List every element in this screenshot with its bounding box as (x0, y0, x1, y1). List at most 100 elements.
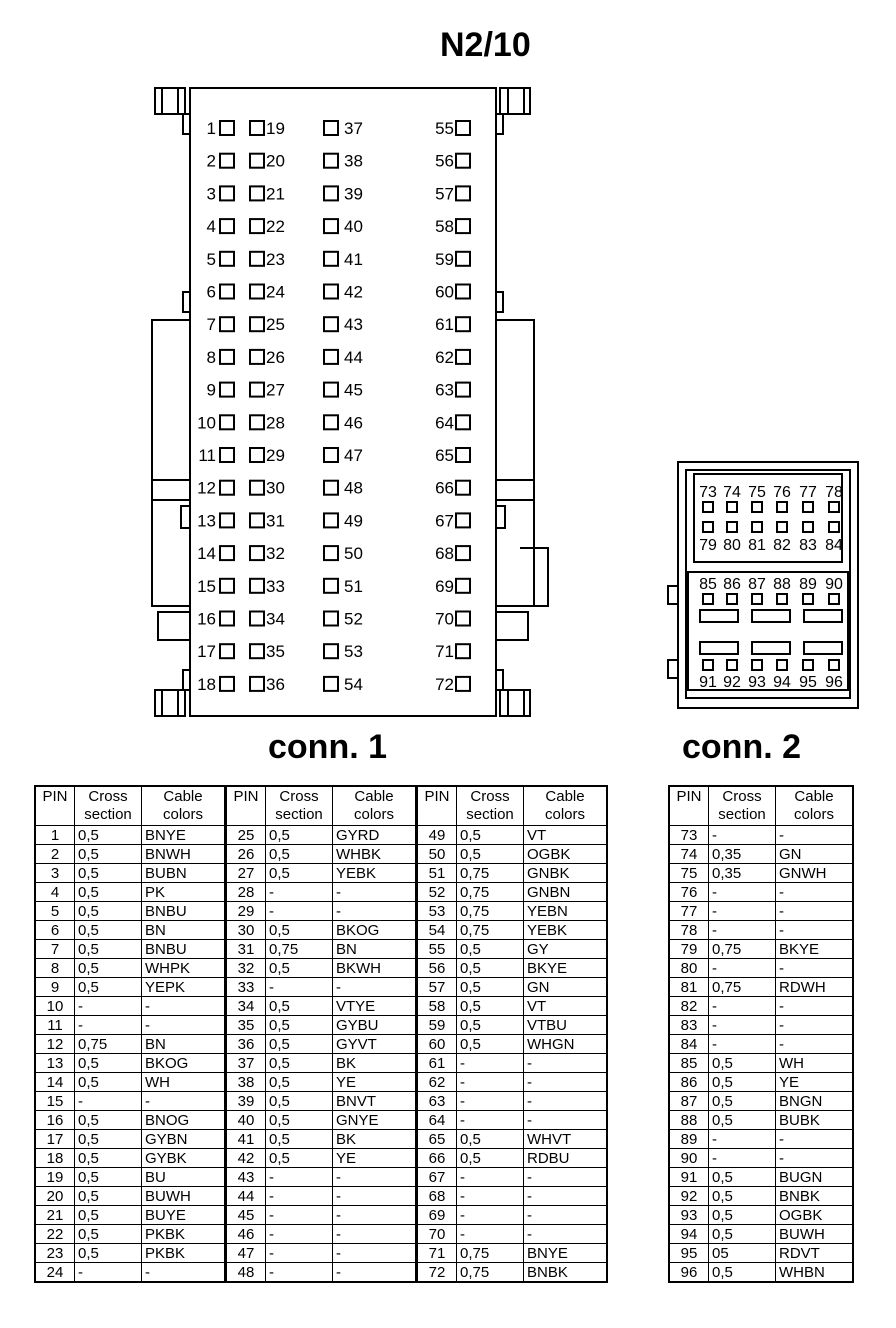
cross-section-cell: 0,5 (265, 996, 333, 1016)
pin-cell: 56 (415, 958, 457, 978)
cross-section-cell: - (456, 1072, 524, 1092)
pin-cavity-square (455, 316, 471, 333)
pin-cavity-square (323, 250, 339, 267)
pin-cavity-square (249, 447, 265, 463)
cable-color-cell: BKOG (141, 1053, 226, 1073)
pin-cavity: 27 (249, 381, 285, 400)
pin-cell: 83 (668, 1015, 709, 1035)
pin-cavity: 47 (323, 446, 363, 465)
cable-color-cell: GNWH (775, 863, 854, 883)
pin-number: 72 (435, 675, 454, 694)
pin-cavity-square (219, 152, 235, 169)
pin-cell: 45 (224, 1205, 266, 1225)
pin-cavity-square (219, 675, 235, 692)
pin-number: 76 (773, 484, 791, 501)
pin-cell: 72 (415, 1262, 457, 1283)
pin-cavity-square (702, 659, 714, 671)
pin-cavity-square (455, 643, 471, 660)
pin-cavity-square (726, 659, 738, 671)
cross-section-cell: 0,5 (708, 1072, 776, 1092)
cable-color-cell: OGBK (775, 1205, 854, 1225)
pin-cavity: 11 (198, 446, 235, 465)
pin-cavity-square (776, 501, 788, 513)
pin-cavity-square (249, 316, 265, 333)
cable-color-cell: - (775, 1034, 854, 1054)
pin-number: 66 (435, 479, 454, 498)
pin-cavity: 15 (197, 577, 235, 596)
table-row: 83-- (668, 1015, 854, 1035)
table-row: 80-- (668, 958, 854, 978)
pin-number: 50 (344, 544, 363, 563)
pin-cavity: 55 (435, 119, 471, 138)
cross-section-cell: - (708, 1148, 776, 1168)
cable-color-cell: - (775, 1148, 854, 1168)
diagram-title: N2/10 (440, 26, 531, 64)
cable-color-cell: WHGN (523, 1034, 608, 1054)
cable-color-cell: - (523, 1167, 608, 1187)
cross-section-cell: 0,5 (74, 939, 142, 959)
pin-cavity: 66 (435, 479, 471, 498)
pin-cavity: 18 (197, 675, 235, 694)
pin-cell: 5 (34, 901, 75, 921)
pin-cavity-square (249, 512, 265, 529)
pin-cavity-square (323, 610, 339, 627)
cable-color-cell: BNBU (141, 901, 226, 921)
cross-section-cell: - (456, 1091, 524, 1111)
pin-number: 6 (207, 283, 216, 302)
pin-cavity-square (702, 501, 714, 513)
connector-1-housing (151, 87, 549, 717)
cable-color-cell: BK (332, 1053, 417, 1073)
pin-cavity-square (455, 479, 471, 496)
pin-number: 92 (723, 674, 741, 691)
cross-section-cell: 0,5 (74, 882, 142, 902)
pin-cavity: 71 (435, 642, 471, 661)
pin-cavity: 51 (323, 577, 363, 596)
cross-section-cell: 0,5 (74, 1167, 142, 1187)
pin-cavity-square (249, 348, 265, 365)
cross-section-cell: 0,5 (265, 1053, 333, 1073)
cross-section-cell: - (456, 1167, 524, 1187)
pin-cavity-square (249, 577, 265, 594)
pin-cell: 15 (34, 1091, 75, 1111)
pin-cavity-square (219, 348, 235, 365)
cross-section-cell: - (74, 1262, 142, 1283)
cross-section-cell: 0,5 (265, 863, 333, 883)
pin-header: PIN (415, 785, 457, 826)
cable-color-cell: - (775, 882, 854, 902)
cross-section-cell: - (265, 1186, 333, 1206)
pin-cavity: 16 (197, 610, 235, 629)
pin-number: 55 (435, 119, 454, 138)
pin-cavity: 46 (323, 413, 363, 432)
pin-cell: 58 (415, 996, 457, 1016)
pin-cavity: 33 (249, 577, 285, 596)
pin-cavity: 68 (435, 544, 471, 563)
cross-section-cell: - (708, 1015, 776, 1035)
pin-number: 4 (207, 217, 216, 236)
pin-cavity: 23 (249, 250, 285, 269)
cross-section-cell: 0,5 (708, 1205, 776, 1225)
pin-cavity-square (751, 593, 763, 605)
cross-section-cell: 0,75 (74, 1034, 142, 1054)
pin-cavity-square (455, 545, 471, 562)
cable-color-cell: GNBK (523, 863, 608, 883)
pin-number: 85 (699, 576, 717, 593)
pin-cell: 87 (668, 1091, 709, 1111)
pin-cell: 91 (668, 1167, 709, 1187)
cross-section-cell: 0,5 (708, 1262, 776, 1283)
pin-cavity-square (702, 593, 714, 605)
cross-section-cell: 0,75 (708, 939, 776, 959)
pin-cavity: 3 (207, 184, 235, 203)
cable-color-cell: BNVT (332, 1091, 417, 1111)
pin-cavity: 62 (435, 348, 471, 367)
cable-color-cell: BNGN (775, 1091, 854, 1111)
pin-cavity-square (323, 512, 339, 529)
